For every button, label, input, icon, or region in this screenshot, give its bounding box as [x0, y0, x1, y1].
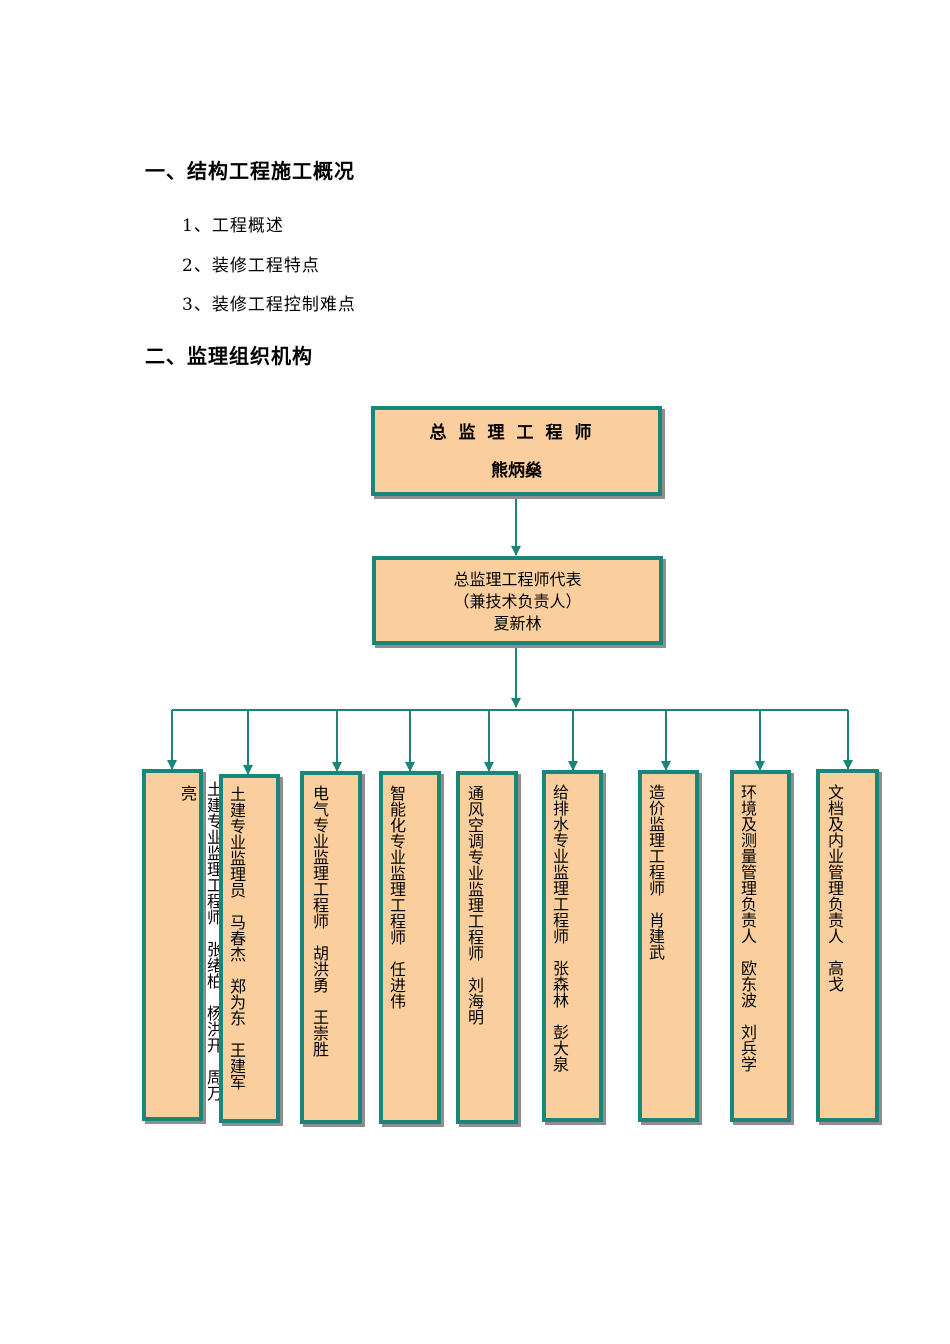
staff-box-5: 通风空调专业监理工程师 刘海明 [456, 771, 518, 1124]
staff-box-2: 土建专业监理员 马春杰 郑为东 王建军 [219, 774, 280, 1123]
section-1-item-2: 2、装修工程特点 [182, 256, 320, 276]
deputy-engineer-box: 总监理工程师代表 （兼技术负责人） 夏新林 [372, 556, 663, 645]
staff-box-8: 环境及测量管理负责人 欧东波 刘兵学 [730, 770, 791, 1122]
staff-box-5-text: 通风空调专业监理工程师 刘海明 [465, 785, 484, 1025]
staff-box-9-text: 文档及内业管理负责人 高戈 [825, 784, 844, 992]
staff-box-3-text: 电气专业监理工程师 胡洪勇 王崇胜 [310, 785, 329, 1057]
section-1-title: 一、结构工程施工概况 [145, 159, 355, 183]
staff-box-6-text: 给排水专业监理工程师 张森林 彭大泉 [550, 784, 569, 1072]
deputy-engineer-note: （兼技术负责人） [453, 592, 582, 611]
staff-box-7-text: 造价监理工程师 肖建武 [646, 784, 665, 960]
staff-box-6: 给排水专业监理工程师 张森林 彭大泉 [542, 770, 603, 1122]
deputy-engineer-title: 总监理工程师代表 [453, 570, 582, 589]
staff-box-4-text: 智能化专业监理工程师 任进伟 [387, 785, 406, 1009]
deputy-engineer-name: 夏新林 [493, 614, 542, 633]
staff-box-7: 造价监理工程师 肖建武 [638, 770, 699, 1122]
staff-box-9: 文档及内业管理负责人 高戈 [816, 769, 879, 1122]
staff-box-8-text: 环境及测量管理负责人 欧东波 刘兵学 [738, 784, 757, 1072]
staff-box-2-text: 土建专业监理员 马春杰 郑为东 王建军 [227, 786, 246, 1090]
section-2-title: 二、监理组织机构 [145, 344, 313, 368]
chief-engineer-box: 总监理工程师 熊炳燊 [371, 406, 662, 496]
section-1-item-1: 1、工程概述 [182, 216, 284, 236]
staff-box-1: 亮 [142, 769, 203, 1121]
staff-box-1-text-b: 土建专业监理工程师 张绪柏 杨洪开 周万 [204, 781, 223, 1101]
chief-engineer-title: 总监理工程师 [429, 423, 604, 443]
section-1-item-3: 3、装修工程控制难点 [182, 295, 356, 315]
staff-box-1-text-a: 亮 [178, 785, 197, 801]
chief-engineer-name: 熊炳燊 [491, 461, 542, 481]
staff-box-3: 电气专业监理工程师 胡洪勇 王崇胜 [300, 771, 362, 1124]
staff-box-4: 智能化专业监理工程师 任进伟 [379, 771, 441, 1124]
